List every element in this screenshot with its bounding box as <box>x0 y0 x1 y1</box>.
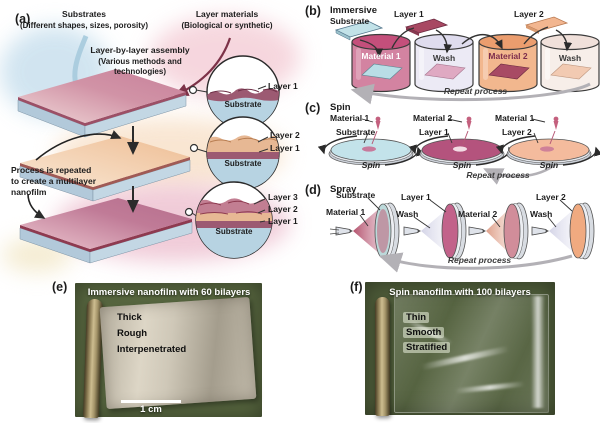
process-note-line1: Process is repeated <box>11 165 92 175</box>
spray2-surface-label: Layer 1 <box>401 192 431 202</box>
photo-e-prop-rough: Rough <box>117 328 148 339</box>
assembly-subtitle-1: (Various methods and <box>98 57 182 66</box>
spin2-action-label: Spin <box>452 160 472 170</box>
scale-bar <box>121 400 181 403</box>
spray4-material-label: Wash <box>530 209 553 219</box>
process-note-line2: to create a multilayer <box>11 176 97 186</box>
spin3-surface-label: Layer 2 <box>502 127 532 137</box>
substrates-title: Substrates <box>62 9 106 19</box>
film-f-edge-highlight <box>531 296 545 408</box>
spin2-material-label: Material 2 <box>413 113 453 123</box>
panel-c-title: Spin <box>330 102 351 113</box>
photo-f-prop-stratified-text: Stratified <box>403 342 451 353</box>
tweezers-f <box>375 297 390 416</box>
panel-b-graphics <box>334 16 600 105</box>
photo-f-prop-thin: Thin <box>403 312 430 323</box>
beaker3-label: Material 2 <box>488 51 528 61</box>
panel-a-slabs <box>17 35 232 264</box>
inset2-layer2-label: Layer 2 <box>270 130 300 140</box>
spin3-material-label: Material 1 <box>495 113 535 123</box>
inset1-substrate-label: Substrate <box>224 100 262 109</box>
panel-d-graphics <box>329 197 595 273</box>
panel-d-title: Spray <box>330 184 357 195</box>
spray1-material-label: Material 1 <box>326 207 366 217</box>
panel-d-repeat-label: Repeat process <box>447 255 512 265</box>
plate-layer1-label: Layer 1 <box>394 9 424 19</box>
photo-e-prop-interpenetrated: Interpenetrated <box>117 344 187 355</box>
photo-f-title: Spin nanofilm with 100 bilayers <box>389 287 531 298</box>
panel-b-repeat-label: Repeat process <box>443 86 508 96</box>
beaker4-label: Wash <box>558 53 582 63</box>
spin1-material-label: Material 1 <box>330 113 370 123</box>
panel-c-repeat-label: Repeat process <box>466 170 530 180</box>
photo-f-prop-smooth-text: Smooth <box>403 327 445 338</box>
photo-f-prop-stratified: Stratified <box>403 342 451 353</box>
photo-f-prop-thin-text: Thin <box>403 312 430 323</box>
spray1-surface-label: Substrate <box>336 190 376 200</box>
panel-b-label: (b) <box>305 4 321 18</box>
panel-c-label: (c) <box>305 101 321 115</box>
spin3-action-label: Spin <box>539 160 559 170</box>
layer-materials-title: Layer materials <box>195 9 259 19</box>
layer-materials-subtitle: (Biological or synthetic) <box>181 21 273 30</box>
process-note-line3: nanofilm <box>11 187 47 197</box>
inset3-layer3-label: Layer 3 <box>268 192 298 202</box>
spray3-material-label: Material 2 <box>458 209 498 219</box>
spray4-surface-label: Layer 2 <box>536 192 566 202</box>
substrates-subtitle: (Different shapes, sizes, porosity) <box>19 21 149 30</box>
photo-e-prop-thick: Thick <box>117 312 142 323</box>
assembly-title: Layer-by-layer assembly <box>90 45 190 55</box>
inset3-layer2-label: Layer 2 <box>268 204 298 214</box>
inset2-layer1-label: Layer 1 <box>270 143 300 153</box>
spin1-action-label: Spin <box>361 160 381 170</box>
panel-a-label: (a) <box>15 12 31 26</box>
photo-f-prop-smooth: Smooth <box>403 327 445 338</box>
inset3-layer1-label: Layer 1 <box>268 216 298 226</box>
spin1-surface-label: Substrate <box>336 127 376 137</box>
plate-layer2-label: Layer 2 <box>514 9 544 19</box>
panel-e-label: (e) <box>52 280 68 294</box>
spin2-surface-label: Layer 1 <box>419 127 449 137</box>
spray2-material-label: Wash <box>396 209 419 219</box>
panel-f-label: (f) <box>350 280 363 294</box>
panel-c-graphics <box>317 116 600 185</box>
assembly-subtitle-2: technologies) <box>113 67 166 76</box>
plate-substrate-label: Substrate <box>330 16 370 26</box>
scale-bar-label: 1 cm <box>140 404 162 415</box>
beaker1-label: Material 1 <box>361 51 401 61</box>
inset2-substrate-label: Substrate <box>224 159 262 168</box>
inset1-layer1-label: Layer 1 <box>268 81 298 91</box>
panel-d-label: (d) <box>305 183 321 197</box>
panel-b-title: Immersive <box>330 5 378 16</box>
photo-e-title: Immersive nanofilm with 60 bilayers <box>87 287 251 298</box>
inset3-substrate-label: Substrate <box>215 227 253 236</box>
beaker2-label: Wash <box>432 53 456 63</box>
